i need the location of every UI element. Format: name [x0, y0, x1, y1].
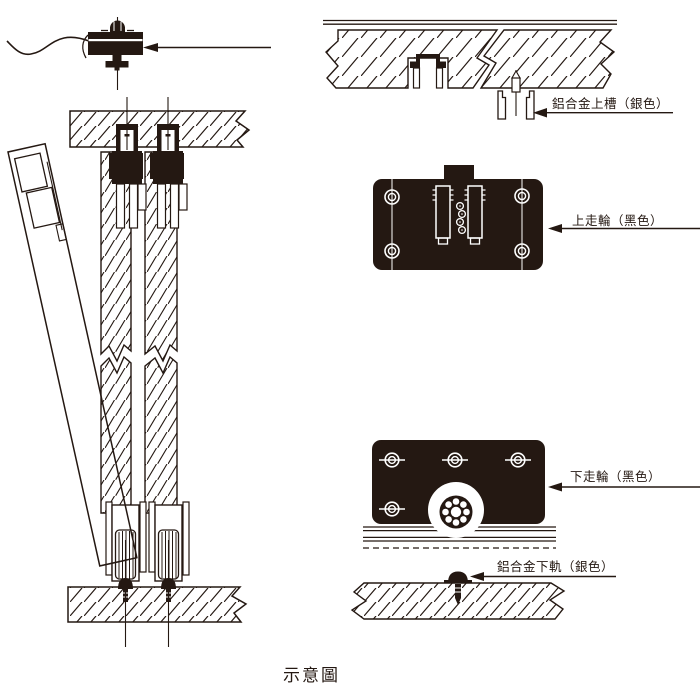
adjuster-dome: [110, 20, 125, 28]
ceiling-beam-right: [479, 29, 616, 89]
bottom-rail-section: 鋁合金下軌（銀色）: [350, 559, 616, 620]
ceiling-beam-left: [325, 29, 499, 89]
cable-line: [6, 36, 90, 56]
mount-bracket: [105, 61, 129, 68]
callout-bottom-roller: 下走輪（黑色）: [570, 469, 661, 484]
door-panel-left-lower: [100, 355, 132, 514]
arrow-left-icon: [143, 43, 158, 52]
ceiling-section: 鋁合金上槽（銀色）: [323, 19, 673, 120]
top-channel-profile: [497, 69, 535, 120]
screw-symbols: [379, 452, 531, 517]
hanging-roller-side-view: [6, 17, 271, 90]
top-hanger-left: [109, 124, 147, 229]
diagram-caption: 示意圖: [283, 666, 340, 685]
callout-top-channel: 鋁合金上槽（銀色）: [552, 96, 669, 111]
tilted-door-outline: [7, 142, 138, 567]
door-panel-right-lower: [144, 355, 178, 514]
screw-holes: [384, 188, 530, 259]
callout-top-roller: 上走輪（黑色）: [572, 213, 663, 228]
rail-profile: [444, 571, 472, 605]
mount-stem: [112, 55, 122, 61]
adjustment-bolts: [432, 185, 486, 245]
bottom-roller-plate: 下走輪（黑色）: [363, 440, 700, 549]
roller-body: [88, 32, 143, 55]
plate-body: [372, 440, 545, 524]
callout-bottom-rail: 鋁合金下軌（銀色）: [497, 559, 614, 574]
top-roller-plate: 上走輪（黑色）: [373, 165, 700, 270]
cable-strand: [82, 34, 89, 59]
door-assembly-cross-section: [7, 97, 251, 647]
arrow-left-icon: [470, 572, 484, 581]
floor-beam: [67, 586, 248, 623]
embedded-channel: [410, 54, 446, 68]
wheel-with-bearing: [428, 482, 484, 538]
arrow-left-icon: [548, 482, 562, 492]
bead-chain: [455, 201, 467, 235]
arrow-left-icon: [533, 108, 547, 118]
arrow-left-icon: [548, 224, 562, 233]
